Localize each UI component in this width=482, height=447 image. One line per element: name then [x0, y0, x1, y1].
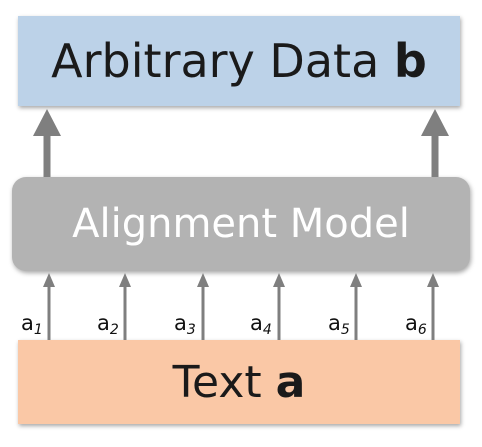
- input-arrow-a2: [119, 273, 131, 340]
- input-label-a1: a1: [21, 311, 43, 338]
- input-label-a3: a3: [174, 311, 196, 338]
- input-arrow-a3: [197, 273, 209, 340]
- input-label-a5: a5: [328, 311, 350, 338]
- output-box-arbitrary-data: Arbitrary Data b: [18, 16, 460, 106]
- input-variable-a: a: [275, 356, 306, 408]
- output-arrow-left: [33, 109, 61, 177]
- output-box-label: Arbitrary Data: [51, 34, 380, 88]
- input-label-a6: a6: [405, 311, 427, 338]
- input-arrow-a4: [273, 273, 285, 340]
- input-arrow-a1: [43, 273, 55, 340]
- input-label-a4: a4: [250, 311, 272, 338]
- input-box-text: Text a: [18, 340, 460, 424]
- input-box-label: Text: [172, 356, 262, 408]
- alignment-model-label: Alignment Model: [72, 201, 410, 247]
- alignment-model-box: Alignment Model: [12, 177, 470, 271]
- output-variable-b: b: [393, 34, 427, 88]
- input-arrow-a6: [427, 273, 439, 340]
- input-label-a2: a2: [97, 311, 119, 338]
- input-arrow-a5: [350, 273, 362, 340]
- output-arrow-right: [421, 109, 449, 177]
